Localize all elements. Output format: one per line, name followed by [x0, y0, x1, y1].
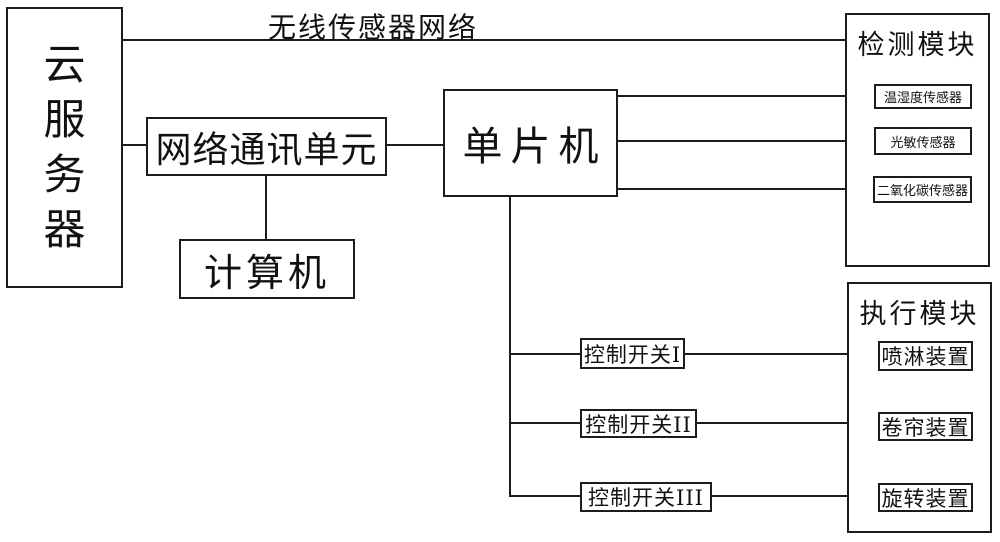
network-comm-unit-node: 网络通讯单元 [146, 117, 387, 176]
connector-network-unit-to-mcu [385, 144, 445, 146]
temp-humidity-sensor-node: 温湿度传感器 [874, 84, 972, 109]
connector-mcu-trunk [509, 195, 511, 497]
control-switch-3-node: 控制开关III [580, 482, 712, 512]
cloud-server-char: 器 [43, 205, 86, 254]
network-comm-unit-label: 网络通讯单元 [155, 129, 378, 171]
control-switch-2-node: 控制开关II [580, 409, 697, 438]
computer-label: 计算机 [203, 250, 330, 295]
connector-switch-3-to-rotation-device [710, 495, 878, 497]
connector-cloud-to-detection-module [121, 39, 847, 41]
computer-node: 计算机 [179, 239, 355, 299]
connector-trunk-to-switch-3 [509, 495, 580, 497]
cloud-server-char: 服 [43, 95, 86, 144]
connector-switch-2-to-curtain-device [695, 422, 878, 424]
cloud-server-char: 云 [43, 40, 86, 89]
connector-switch-1-to-spray-device [683, 353, 878, 355]
spray-device-label: 喷淋装置 [881, 345, 970, 369]
curtain-device-label: 卷帘装置 [881, 415, 970, 440]
curtain-device-node: 卷帘装置 [878, 412, 973, 441]
connector-mcu-to-light-sensor [616, 140, 876, 142]
connector-cloud-to-network-unit [121, 144, 148, 146]
mcu-label: 单片机 [462, 124, 607, 170]
cloud-server-char: 务 [43, 150, 86, 199]
connector-trunk-to-switch-1 [509, 353, 580, 355]
control-switch-3-label: 控制开关III [588, 486, 704, 510]
temp-humidity-sensor-label: 温湿度传感器 [883, 91, 962, 106]
connector-mcu-to-temp-humidity-sensor [616, 95, 876, 97]
co2-sensor-node: 二氧化碳传感器 [873, 176, 972, 203]
light-sensor-node: 光敏传感器 [874, 127, 972, 155]
co2-sensor-label: 二氧化碳传感器 [876, 184, 968, 199]
cloud-server-node: 云 服 务 器 [6, 7, 123, 288]
detection-module-title: 检测模块 [857, 30, 978, 61]
control-switch-2-label: 控制开关II [585, 412, 692, 437]
execution-module-title: 执行模块 [859, 299, 980, 330]
rotation-device-label: 旋转装置 [881, 486, 970, 511]
control-switch-1-label: 控制开关I [583, 342, 682, 367]
connector-mcu-to-co2-sensor [616, 188, 876, 190]
spray-device-node: 喷淋装置 [878, 341, 973, 371]
rotation-device-node: 旋转装置 [878, 483, 973, 512]
connector-trunk-to-switch-2 [509, 422, 580, 424]
connector-network-unit-to-computer [265, 174, 267, 241]
mcu-node: 单片机 [443, 89, 618, 197]
wireless-network-label: 无线传感器网络 [268, 11, 479, 44]
light-sensor-label: 光敏传感器 [890, 135, 956, 151]
control-switch-1-node: 控制开关I [580, 338, 685, 369]
